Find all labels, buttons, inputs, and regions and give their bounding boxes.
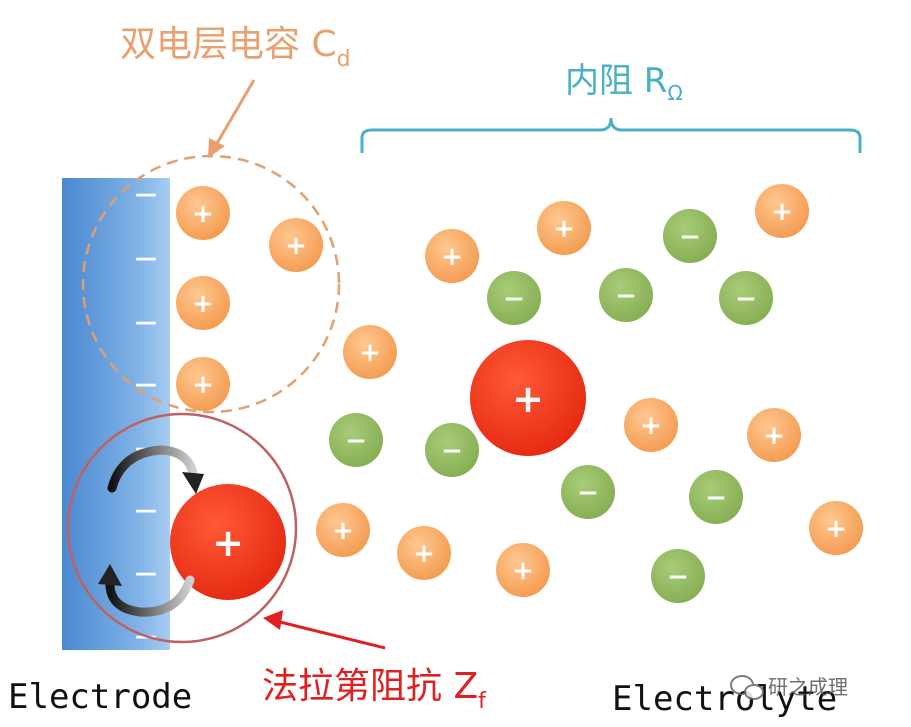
svg-text:−: − [577,478,599,508]
svg-text:−: − [705,483,727,513]
cation: + [176,276,230,330]
svg-text:−: − [679,222,701,252]
electrode-charge: — [135,372,157,397]
svg-text:+: + [763,421,785,451]
electrode-charge: — [135,498,157,523]
svg-text:+: + [640,411,662,441]
ion-sign: + [512,377,544,421]
electrolyte-label: Electrolyte [612,679,837,719]
electrode-charge: — [135,561,157,586]
faradaic-impedance-label: 法拉第阻抗 Zf [262,666,487,714]
internal-resistance-label: 内阻 RΩ [565,61,683,105]
electrode-charge: — [135,182,157,207]
svg-text:+: + [413,539,435,569]
svg-text:−: − [615,281,637,311]
ion-sign: + [212,521,244,565]
svg-text:+: + [771,197,793,227]
svg-text:+: + [192,370,214,400]
electrode-label: Electrode [8,677,192,717]
cation: + [624,398,678,452]
cation: + [176,186,230,240]
svg-text:+: + [192,289,214,319]
svg-text:+: + [512,556,534,586]
electrode-charge: — [135,310,157,335]
cation: + [343,325,397,379]
electron-transfer-curved-arrow-icon [98,445,204,617]
electrode-bar [62,178,170,650]
zf-pointer-arrow-icon [263,610,386,650]
cation: + [747,408,801,462]
double-layer-capacitance-label: 双电层电容 Cd [120,24,351,72]
cation: + [496,543,550,597]
svg-text:+: + [553,214,575,244]
anion: − [561,465,615,519]
internal-resistance-brace [360,117,862,153]
electrode-charge: — [135,246,157,271]
large-cation: + [470,340,586,456]
svg-text:−: − [345,426,367,456]
svg-text:−: − [441,436,463,466]
cation: + [176,357,230,411]
faradaic-ion: + [170,484,286,600]
anions: − − − − − − − − − [329,209,773,603]
anion: − [719,271,773,325]
faradaic-circle [66,412,298,644]
svg-text:−: − [735,284,757,314]
cation: + [316,503,370,557]
cation: + [269,218,323,272]
svg-text:+: + [332,516,354,546]
svg-text:+: + [441,242,463,272]
cd-pointer-arrow-icon [208,79,256,158]
cation: + [425,229,479,283]
anion: − [487,271,541,325]
cation: + [755,184,809,238]
anion: − [425,423,479,477]
svg-text:+: + [359,338,381,368]
watermark-text: 研之成理 [768,675,848,699]
wechat-icon [730,675,764,700]
anion: − [329,413,383,467]
cations: + + + + + + + + + + + + + + [176,184,863,597]
cation: + [809,501,863,555]
anion: − [689,470,743,524]
double-layer-circle [81,154,341,414]
svg-text:+: + [825,514,847,544]
svg-text:+: + [285,231,307,261]
anion: − [663,209,717,263]
cation: + [537,201,591,255]
svg-text:−: − [667,562,689,592]
cation: + [397,526,451,580]
anion: − [599,268,653,322]
watermark: 研之成理 [730,675,848,700]
anion: − [651,549,705,603]
svg-text:+: + [192,199,214,229]
svg-text:−: − [503,284,525,314]
